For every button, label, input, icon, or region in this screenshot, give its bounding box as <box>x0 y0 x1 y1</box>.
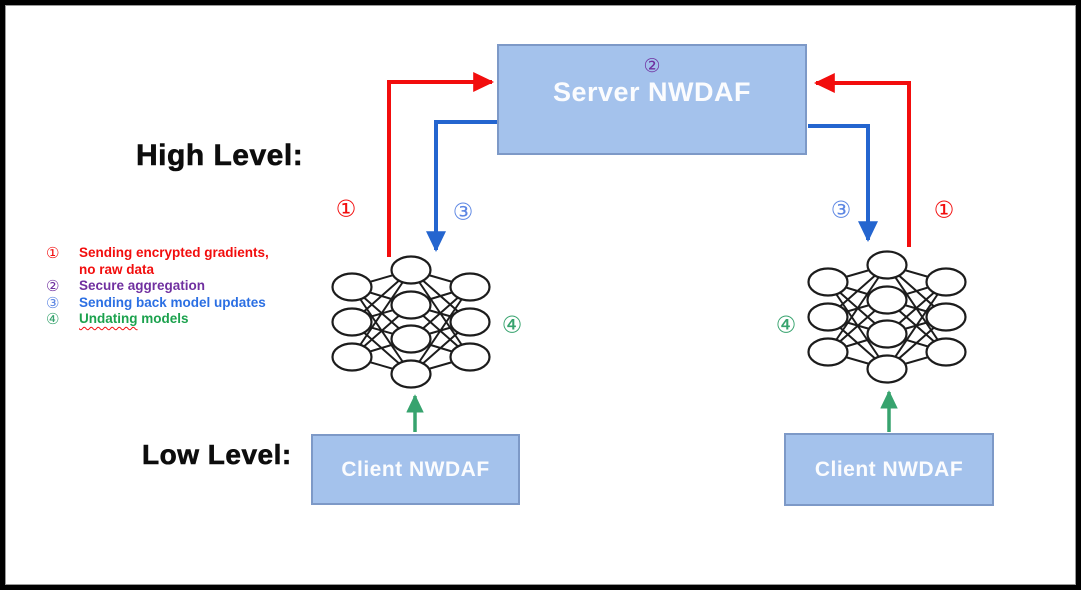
neural-network-left <box>331 255 491 389</box>
legend-text-3: Sending back model updates <box>79 294 266 310</box>
client-nwdaf-box-left: Client NWDAF <box>311 434 520 505</box>
step-4-marker-left: ④ <box>501 312 523 339</box>
low-level-label: Low Level: <box>142 439 292 471</box>
legend: ① Sending encrypted gradients, no raw da… <box>46 245 269 328</box>
legend-marker-1: ① <box>46 244 60 262</box>
step-1-marker-left: ① <box>335 196 357 223</box>
client-nwdaf-right-title: Client NWDAF <box>814 457 964 481</box>
red-arrow-left-client-to-server <box>387 72 495 257</box>
legend-text-4-rest: models <box>137 311 189 326</box>
legend-text-4: Undating models <box>79 311 189 328</box>
high-level-label: High Level: <box>136 139 304 173</box>
legend-text-4-misspelled: Undating <box>79 311 138 326</box>
legend-item-3: ③ Sending back model updates <box>46 293 269 312</box>
legend-marker-4: ④ <box>46 310 60 328</box>
blue-arrow-server-to-left-client <box>426 120 497 253</box>
server-nwdaf-box: ② Server NWDAF <box>497 44 807 155</box>
legend-text-1: Sending encrypted gradients, no raw data <box>79 245 269 278</box>
blue-arrow-server-to-right-client <box>808 124 878 243</box>
step-4-marker-right: ④ <box>775 312 797 339</box>
server-nwdaf-title: Server NWDAF <box>552 77 752 107</box>
step-3-marker-left: ③ <box>452 199 474 226</box>
legend-item-2: ② Secure aggregation <box>46 278 269 295</box>
step-2-marker: ② <box>643 55 661 77</box>
legend-item-1: ① Sending encrypted gradients, no raw da… <box>46 245 269 278</box>
legend-marker-2: ② <box>46 277 60 295</box>
legend-marker-3: ③ <box>46 293 60 312</box>
legend-text-1-line2: no raw data <box>79 261 155 277</box>
client-nwdaf-left-title: Client NWDAF <box>341 457 490 481</box>
step-3-marker-right: ③ <box>830 197 852 224</box>
legend-text-2: Secure aggregation <box>79 278 206 293</box>
legend-text-1-line1: Sending encrypted gradients, <box>79 245 269 260</box>
legend-item-4: ④ Undating models <box>46 311 269 328</box>
red-arrow-right-client-to-server <box>813 73 911 247</box>
client-nwdaf-box-right: Client NWDAF <box>784 433 994 506</box>
step-1-marker-right: ① <box>933 197 955 224</box>
neural-network-right <box>807 250 967 384</box>
